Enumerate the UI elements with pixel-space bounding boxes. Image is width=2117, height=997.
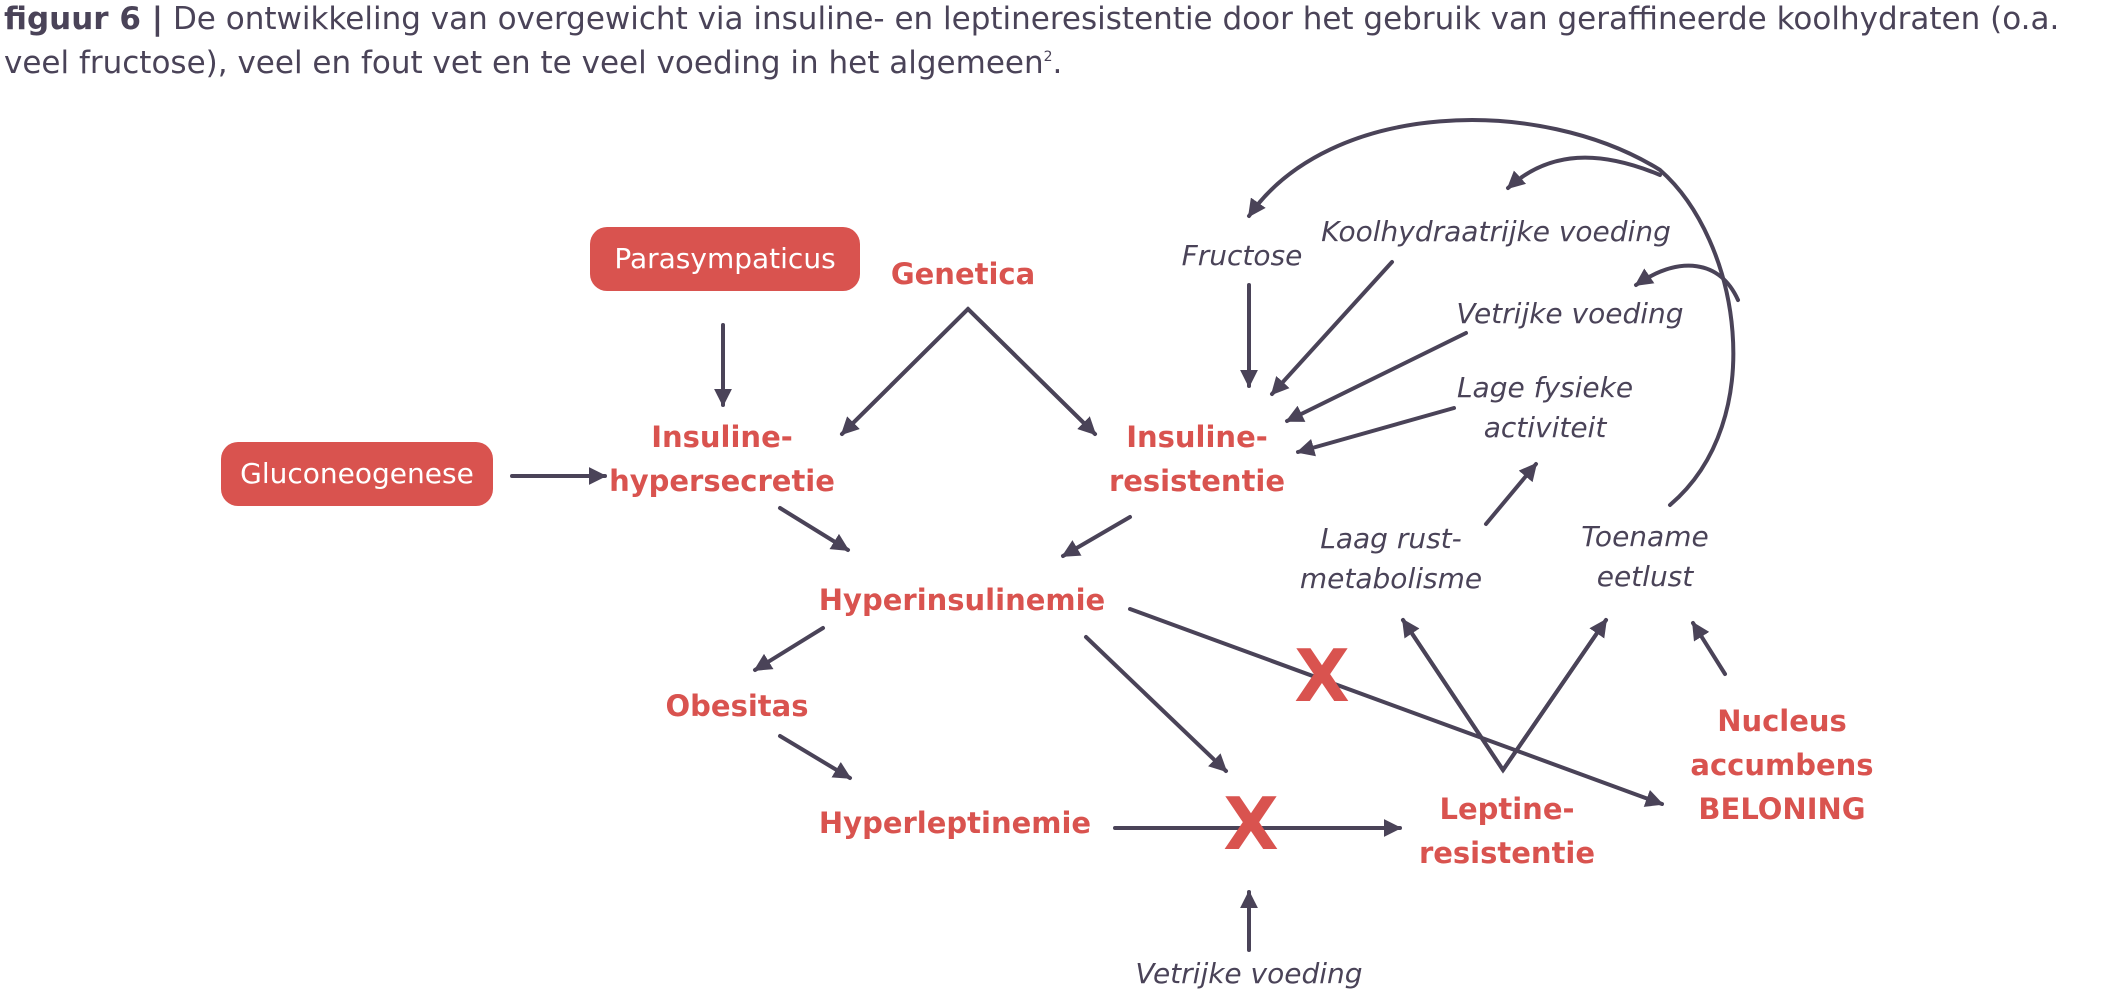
- nucleus-accumbens-node: Nucleus accumbens BELONING: [1690, 699, 1873, 831]
- arrow-hyperinsulinemie-to-obesitas: [753, 626, 825, 672]
- arrow-eetlust-loop-to-koolhydraat: [1506, 155, 1662, 190]
- figure-label: figuur 6 |: [4, 1, 164, 37]
- insuline-resistentie-line-1: Insuline-: [1126, 420, 1268, 454]
- leptine-resistentie-node: Leptine- resistentie: [1419, 787, 1595, 875]
- caption-footnote: 2: [1043, 49, 1053, 65]
- arrow-nucleus-to-eetlust: [1691, 621, 1727, 676]
- parasympaticus-label: Parasympaticus: [614, 242, 836, 275]
- figure-caption: figuur 6 | De ontwikkeling van overgewic…: [4, 0, 2114, 82]
- arrow-eetlust-loop-to-fructose: [1247, 118, 1736, 507]
- fructose-label: Fructose: [1181, 239, 1303, 272]
- caption-end: .: [1052, 45, 1063, 81]
- arrow-hyperinsulinemie-to-blocked: [1084, 635, 1228, 773]
- lage-fysieke-line-1: Lage fysieke: [1456, 371, 1634, 404]
- lage-fysieke-factor: Lage fysieke activiteit: [1457, 368, 1633, 448]
- koolhydraatrijke-factor: Koolhydraatrijke voeding: [1321, 212, 1671, 252]
- arrow-vetrijke-top-to-insres: [1285, 331, 1468, 423]
- hyperleptinemie-node: Hyperleptinemie: [819, 801, 1091, 845]
- hyperinsulinemie-label: Hyperinsulinemie: [818, 583, 1106, 617]
- koolhydraatrijke-label: Koolhydraatrijke voeding: [1321, 215, 1671, 248]
- leptine-resistentie-line-1: Leptine-: [1439, 792, 1575, 826]
- obesitas-label: Obesitas: [665, 689, 809, 723]
- toename-eetlust-line-1: Toename: [1581, 520, 1709, 553]
- arrow-koolhydraat-to-insres: [1270, 260, 1394, 396]
- toename-eetlust-line-2: eetlust: [1596, 560, 1694, 593]
- nucleus-line-2: accumbens: [1690, 748, 1874, 782]
- laag-rust-factor: Laag rust- metabolisme: [1300, 519, 1482, 599]
- arrow-resistentie-to-hyperinsulinemie: [1061, 515, 1132, 558]
- nucleus-line-1: Nucleus: [1717, 704, 1847, 738]
- nucleus-line-3: BELONING: [1698, 792, 1866, 826]
- laag-rust-line-1: Laag rust-: [1320, 522, 1462, 555]
- lage-fysieke-line-2: activiteit: [1483, 411, 1607, 444]
- hyperinsulinemie-node: Hyperinsulinemie: [819, 578, 1105, 622]
- vetrijke-bottom-factor: Vetrijke voeding: [1135, 954, 1362, 994]
- block-mark-nucleus-glyph: X: [1294, 634, 1350, 718]
- arrow-leptine-to-laag-rust: [1401, 618, 1505, 772]
- insuline-hypersecretie-node: Insuline- hypersecretie: [609, 415, 835, 503]
- insuline-hypersecretie-line-2: hypersecretie: [609, 464, 835, 498]
- gluconeogenese-box: Gluconeogenese: [221, 442, 493, 506]
- hyperleptinemie-label: Hyperleptinemie: [818, 806, 1092, 840]
- arrow-hypersecretie-to-hyperinsulinemie: [778, 506, 850, 552]
- arrow-hyperinsulinemie-to-nucleus: [1128, 607, 1664, 807]
- genetica-node: Genetica: [891, 252, 1035, 296]
- insuline-hypersecretie-line-1: Insuline-: [651, 420, 793, 454]
- toename-eetlust-factor: Toename eetlust: [1581, 517, 1708, 597]
- block-mark-leptin: X: [1223, 788, 1279, 860]
- arrow-genetica-to-hypersecretie: [840, 307, 970, 436]
- arrow-eetlust-loop-to-vetrijke: [1634, 263, 1740, 302]
- caption-text: De ontwikkeling van overgewicht via insu…: [4, 1, 2060, 81]
- arrow-leptine-to-eetlust: [1501, 618, 1608, 772]
- arrow-fysieke-to-insres: [1296, 406, 1456, 457]
- insuline-resistentie-line-2: resistentie: [1108, 464, 1286, 498]
- vetrijke-top-factor: Vetrijke voeding: [1456, 294, 1683, 334]
- parasympaticus-box: Parasympaticus: [590, 227, 860, 291]
- insuline-resistentie-node: Insuline- resistentie: [1109, 415, 1285, 503]
- arrow-genetica-split: [840, 306, 1097, 436]
- vetrijke-bottom-label: Vetrijke voeding: [1135, 957, 1363, 990]
- arrow-genetica-to-resistentie: [966, 307, 1097, 436]
- block-mark-leptin-glyph: X: [1223, 782, 1279, 866]
- vetrijke-top-label: Vetrijke voeding: [1456, 297, 1684, 330]
- arrow-obesitas-to-hyperleptinemie: [778, 734, 852, 780]
- obesitas-node: Obesitas: [666, 684, 809, 728]
- fructose-factor: Fructose: [1182, 236, 1303, 276]
- laag-rust-line-2: metabolisme: [1299, 562, 1483, 595]
- leptine-resistentie-line-2: resistentie: [1418, 836, 1596, 870]
- gluconeogenese-label: Gluconeogenese: [240, 457, 474, 490]
- block-mark-nucleus: X: [1294, 640, 1350, 712]
- genetica-label: Genetica: [890, 257, 1036, 291]
- arrow-laag-rust-to-fysieke: [1484, 462, 1538, 526]
